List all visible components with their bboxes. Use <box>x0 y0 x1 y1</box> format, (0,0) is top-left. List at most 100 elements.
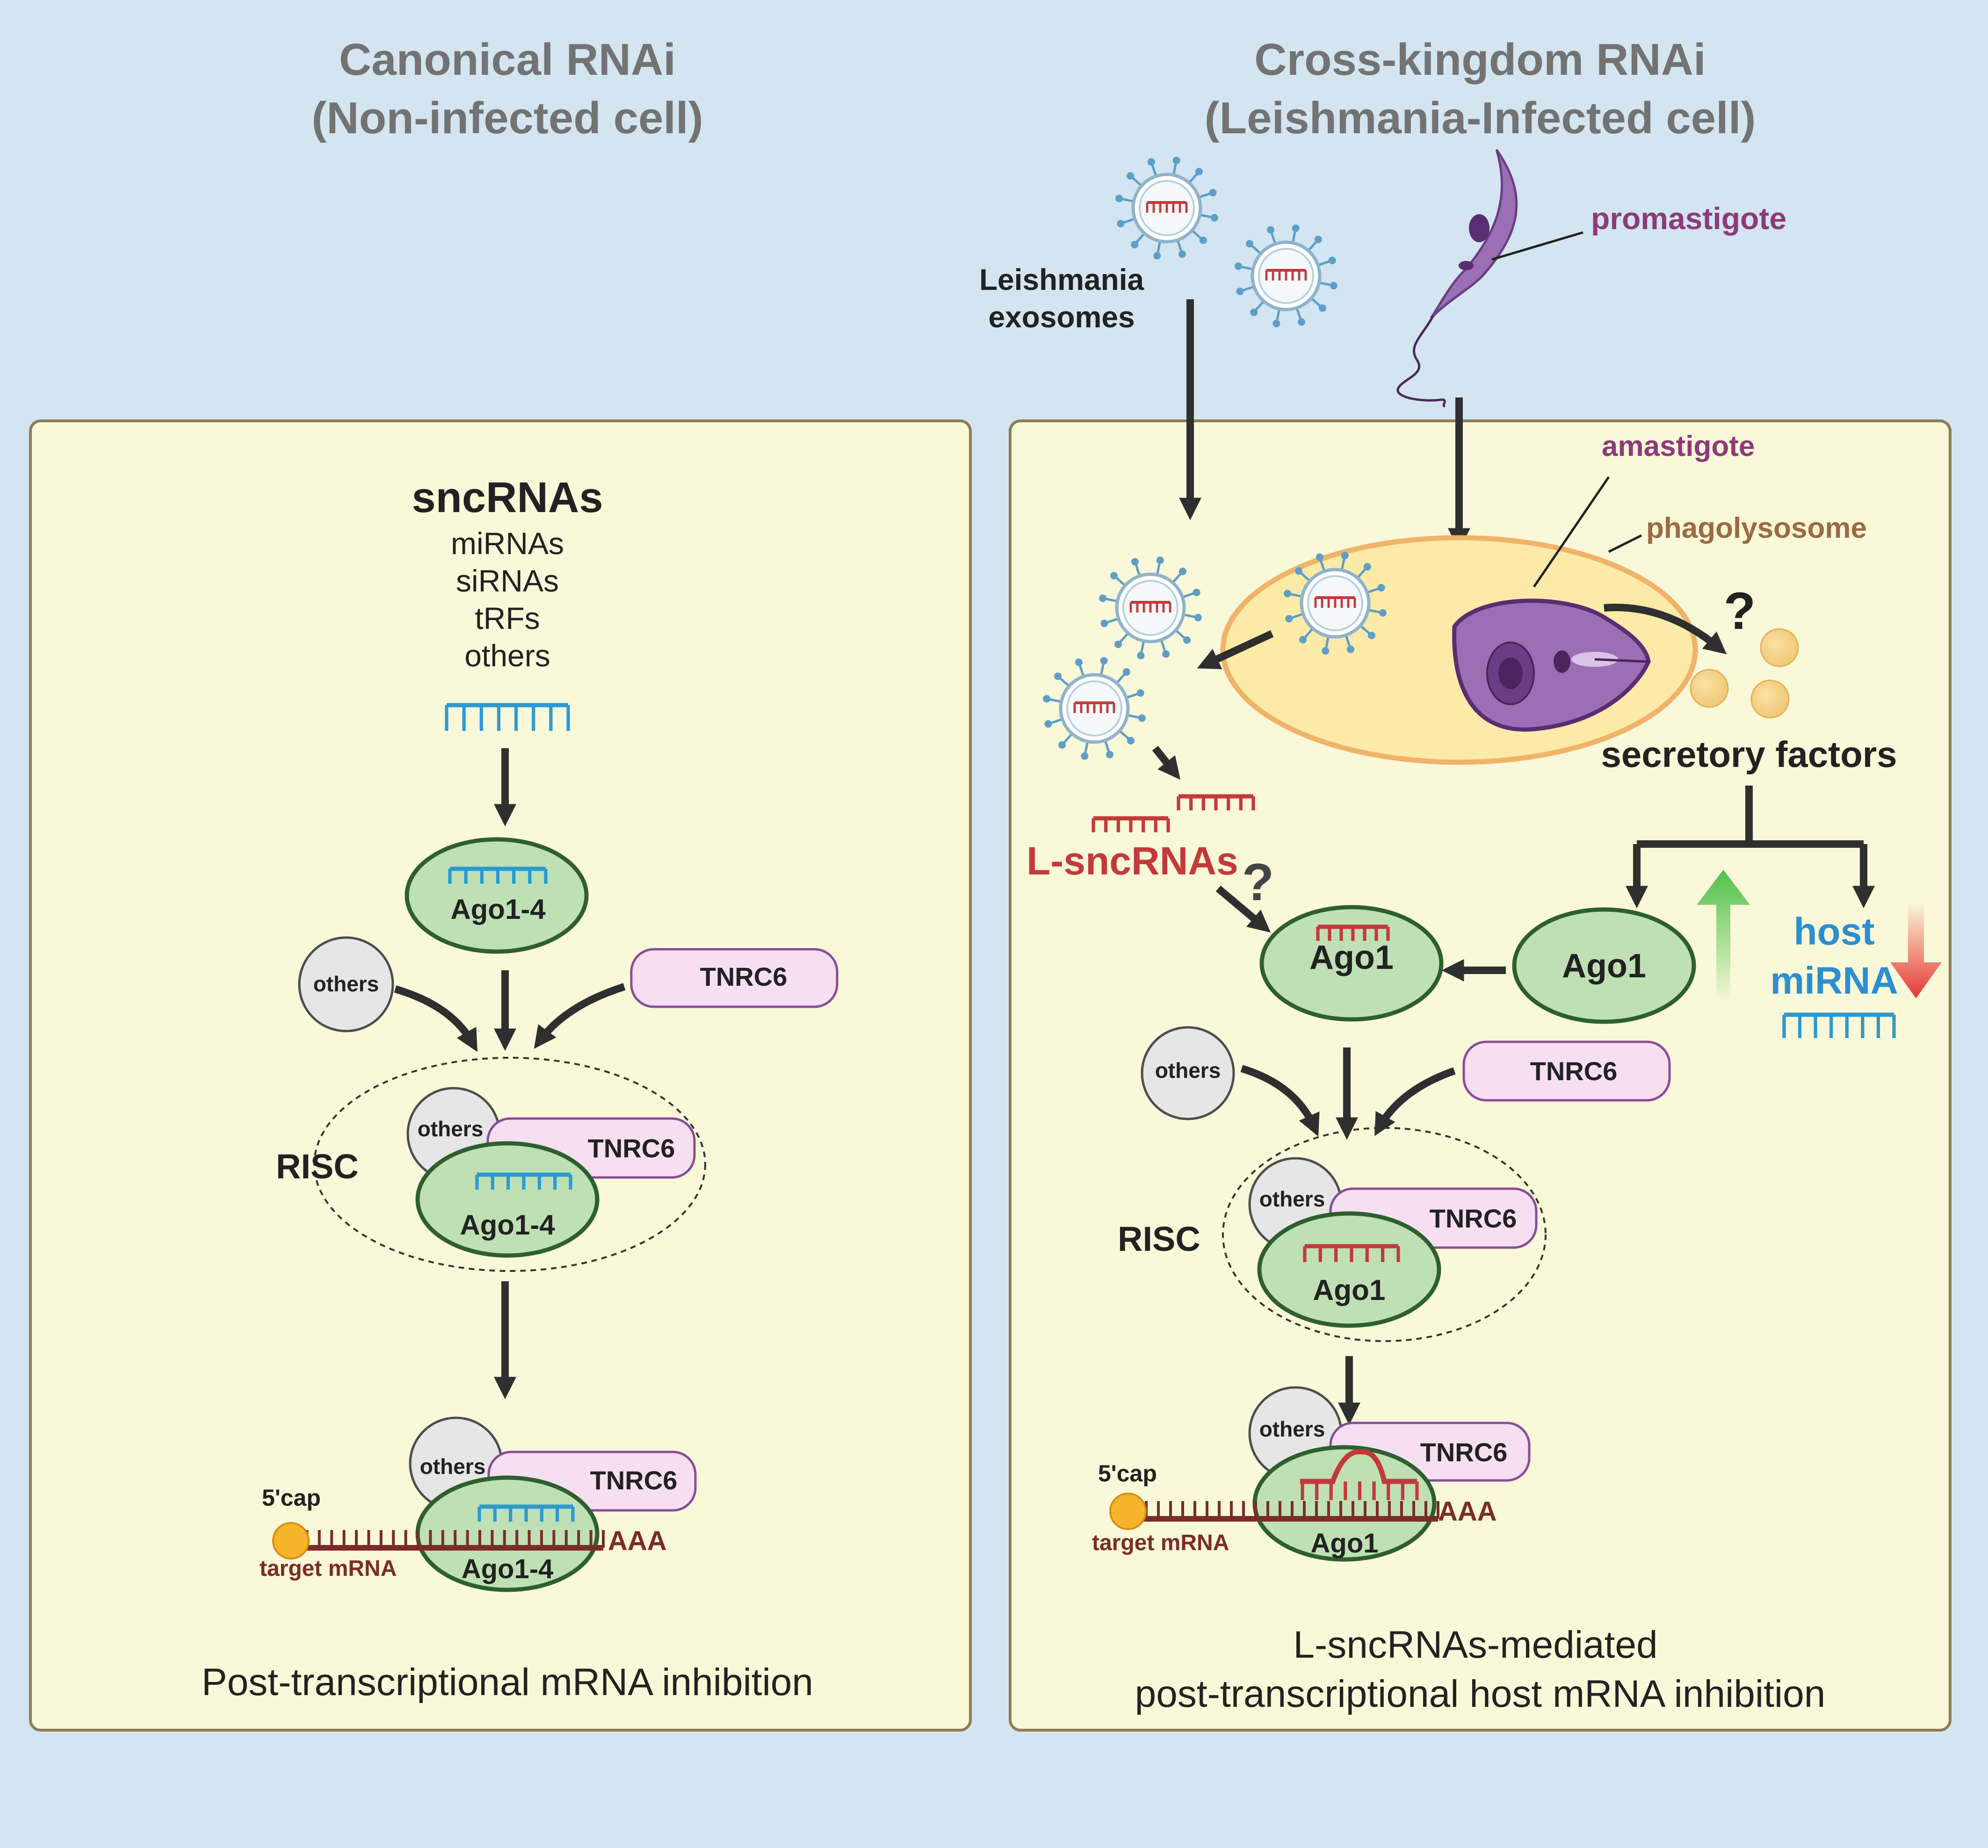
phagolysosome-pointer <box>1608 534 1642 553</box>
bound-others-label: others <box>1259 1417 1325 1441</box>
lsncrnas-label: L-sncRNAs <box>1027 839 1238 883</box>
host-sncrna-icon <box>445 703 570 731</box>
exosome-icon <box>1043 657 1146 760</box>
ago1-loaded <box>1259 905 1444 1022</box>
bound-tnrc6-label: TNRC6 <box>590 1465 678 1495</box>
risc-boundary <box>313 1057 706 1272</box>
amastigote-kinetoplast <box>1554 650 1570 673</box>
risc-ago1-label: Ago1 <box>1313 1274 1386 1307</box>
risc-ago1-4-label: Ago1-4 <box>460 1209 555 1241</box>
exosome-icon <box>1099 556 1202 659</box>
bulged-red-rna-icon <box>1300 1449 1417 1484</box>
ago-loaded-blue-rna-icon <box>448 866 548 884</box>
bulged-red-rna-teeth <box>1301 1481 1419 1500</box>
exosomes-label-line2: exosomes <box>988 300 1135 334</box>
secretory-factor-icon <box>1690 669 1729 708</box>
tnrc6-protein <box>630 948 839 1008</box>
others-protein <box>298 936 394 1032</box>
right-caption-line2: post-transcriptional host mRNA inhibitio… <box>1135 1673 1826 1715</box>
risc-tnrc6-label: TNRC6 <box>1430 1204 1517 1233</box>
secretory-factor-icon <box>1760 628 1799 667</box>
arrow-factors-split <box>1637 786 1864 848</box>
lsncrna-icon <box>1092 816 1170 832</box>
arrow-exosome-release <box>1197 630 1274 669</box>
bound-ago1-label: Ago1 <box>1311 1528 1379 1559</box>
risc-tnrc6-label: TNRC6 <box>588 1133 675 1163</box>
risc-ago1-4 <box>415 1141 600 1258</box>
left-heading-line1: Canonical RNAi <box>339 35 676 85</box>
target-mrna-strand <box>1133 1501 1439 1522</box>
promastigote-icon <box>1396 149 1518 407</box>
sncrna-type-trfs: tRFs <box>475 601 540 635</box>
amastigote-label: amastigote <box>1602 430 1755 462</box>
exosome-icon <box>1284 552 1387 655</box>
sncrna-type-sirnas: siRNAs <box>456 563 559 598</box>
ago1-free-label: Ago1 <box>1562 947 1646 985</box>
bound-tnrc6-label: TNRC6 <box>1420 1437 1508 1467</box>
right-caption-line1: L-sncRNAs-mediated <box>1293 1624 1657 1666</box>
exosome-icon <box>1115 157 1218 260</box>
risc-others-label: others <box>1259 1187 1325 1211</box>
lsncrna-icon <box>1177 794 1255 810</box>
amastigote-pointer <box>1533 476 1610 588</box>
risc-blue-rna-icon <box>475 1172 572 1190</box>
ago1-free <box>1512 907 1696 1024</box>
exosomes-label-line1: Leishmania <box>979 263 1144 296</box>
five-prime-cap-label: 5'cap <box>1098 1460 1157 1487</box>
bound-blue-rna-icon <box>477 1504 575 1522</box>
risc-red-rna-icon <box>1303 1244 1400 1262</box>
ago1-loaded-red-rna-icon <box>1316 924 1390 941</box>
risc-label: RISC <box>1118 1220 1200 1258</box>
arrow-others-to-risc <box>1240 1065 1320 1137</box>
tnrc6-protein <box>1462 1040 1671 1102</box>
risc-ago1 <box>1257 1211 1441 1328</box>
risc-others-label: others <box>418 1117 484 1141</box>
secretory-factor-icon <box>1750 679 1790 719</box>
phagolysosome-label: phagolysosome <box>1646 512 1867 544</box>
host-mirna-icon <box>1782 1012 1896 1038</box>
others-protein <box>1141 1026 1235 1120</box>
secretory-question-mark: ? <box>1724 582 1756 640</box>
others-label: others <box>1155 1058 1221 1083</box>
secretory-factors-label: secretory factors <box>1601 734 1897 775</box>
amastigote-nucleolus <box>1498 657 1523 689</box>
arrow-exosome-to-lsncrnas <box>1152 746 1180 780</box>
arrow-tnrc6-to-risc <box>534 983 626 1049</box>
risc-boundary <box>1222 1127 1547 1342</box>
promastigote-pointer <box>1491 231 1583 261</box>
others-label: others <box>313 972 379 996</box>
left-caption: Post-transcriptional mRNA inhibition <box>202 1661 813 1704</box>
tnrc6-label: TNRC6 <box>700 962 788 991</box>
five-prime-cap-icon <box>1109 1493 1147 1530</box>
arrow-tnrc6-to-risc <box>1374 1067 1456 1136</box>
host-mirna-label-line1: host <box>1793 910 1874 953</box>
five-prime-cap-label: 5'cap <box>262 1485 321 1511</box>
sncrna-type-others: others <box>464 638 550 673</box>
ago1-loaded-label: Ago1 <box>1309 939 1394 976</box>
arrow-others-to-risc <box>394 985 477 1052</box>
left-heading-line2: (Non-infected cell) <box>311 93 703 143</box>
ago1-upregulation-arrow-icon <box>1697 870 1750 1003</box>
bound-ago1-4-label: Ago1-4 <box>462 1554 554 1584</box>
risc-label: RISC <box>276 1147 359 1186</box>
bound-others-label: others <box>420 1454 486 1479</box>
right-heading-line1: Cross-kingdom RNAi <box>1254 35 1706 85</box>
promastigote-label: promastigote <box>1591 201 1786 236</box>
lsncrnas-question-mark: ? <box>1242 853 1274 911</box>
right-heading-line2: (Leishmania-Infected cell) <box>1205 93 1756 143</box>
host-mirna-downregulation-arrow-icon <box>1890 902 1942 998</box>
target-mrna-label: target mRNA <box>260 1556 397 1581</box>
exosome-icon <box>1235 224 1337 327</box>
amastigote-flagellum <box>1594 658 1649 663</box>
tnrc6-label: TNRC6 <box>1530 1056 1618 1086</box>
ago1-4-label: Ago1-4 <box>450 894 546 925</box>
arrow-amastigote-to-factors <box>1604 604 1727 655</box>
arrow-lsncrnas-to-ago1 <box>1215 885 1271 933</box>
host-mirna-label-line2: miRNA <box>1770 960 1898 1002</box>
five-prime-cap-icon <box>272 1522 310 1559</box>
left-panel <box>29 419 972 1732</box>
target-mrna-label: target mRNA <box>1092 1530 1229 1555</box>
sncrnas-title: sncRNAs <box>412 474 603 521</box>
